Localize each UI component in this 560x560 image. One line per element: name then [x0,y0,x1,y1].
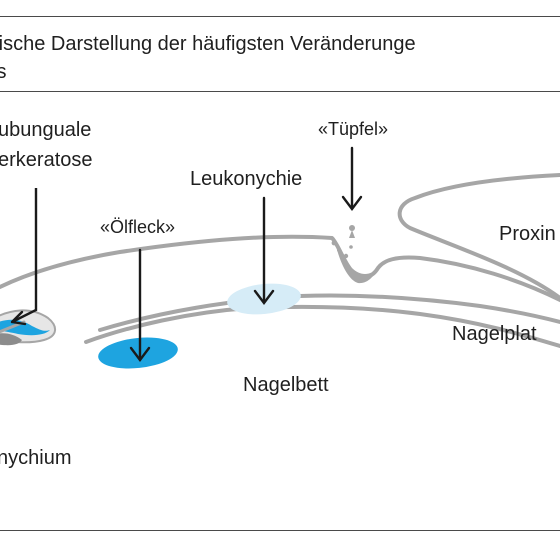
figure-title-line-1: atische Darstellung der häufigsten Verän… [0,33,416,55]
tuepfel-particle [331,240,337,246]
label-leukonychie: Leukonychie [190,168,303,190]
arrow-leukonychie [253,196,275,305]
arrow-subunguale [11,188,38,324]
nail-plate-lower-surface [98,293,560,332]
tuepfel-particle [349,230,355,238]
label-oelfleck: «Ölfleck» [100,217,176,237]
tuepfel-particle [337,248,341,252]
title-box [0,16,560,92]
tuepfel-particle [349,225,355,231]
proximal-nail-fold-outline [397,173,560,300]
label-nagelbett: Nagelbett [243,374,329,396]
label-proximal: Proxin [499,223,556,245]
subungual-hyperkeratosis-blue [0,319,50,336]
figure-title-line-2: sis [0,61,7,83]
oelfleck-spot [98,337,178,369]
tuepfel-pit [336,246,378,284]
label-hyponychium: nychium [0,447,72,469]
arrow-oelfleck [129,248,151,362]
tuepfel-particle [349,245,353,249]
hyponychium-tip [0,333,22,346]
label-subunguale-line2: erkeratose [0,149,93,171]
label-subunguale-line1: ubunguale [0,119,92,141]
down-arrow-icon [10,310,27,326]
label-nagelplatte: Nagelplat [452,323,537,345]
arrow-tuepfel [341,146,363,211]
label-tuepfel: «Tüpfel» [318,119,389,139]
nail-bed-surface [84,304,560,348]
tuepfel-particle [343,253,349,259]
diagram-panel [0,91,560,531]
